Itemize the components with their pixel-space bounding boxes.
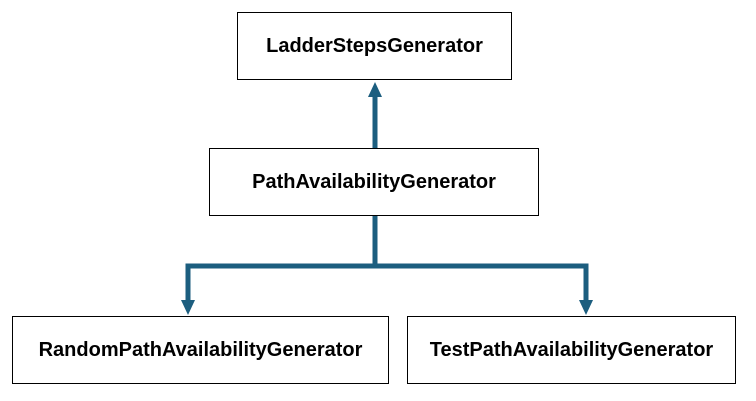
edge-path-to-ladder <box>368 82 382 148</box>
arrowhead-down-right <box>579 300 593 315</box>
arrowhead-down-left <box>181 300 195 315</box>
node-label: TestPathAvailabilityGenerator <box>429 338 714 361</box>
node-ladder-steps-generator: LadderStepsGenerator <box>237 12 512 80</box>
node-path-availability-generator: PathAvailabilityGenerator <box>209 148 539 216</box>
edge-path-to-children <box>181 216 593 315</box>
node-label: PathAvailabilityGenerator <box>252 170 496 193</box>
connector-branch <box>185 263 589 300</box>
node-test-path-availability-generator: TestPathAvailabilityGenerator <box>407 316 736 384</box>
node-label: RandomPathAvailabilityGenerator <box>38 338 363 361</box>
arrowhead-up <box>368 82 382 97</box>
node-label: LadderStepsGenerator <box>266 34 483 57</box>
node-random-path-availability-generator: RandomPathAvailabilityGenerator <box>12 316 389 384</box>
